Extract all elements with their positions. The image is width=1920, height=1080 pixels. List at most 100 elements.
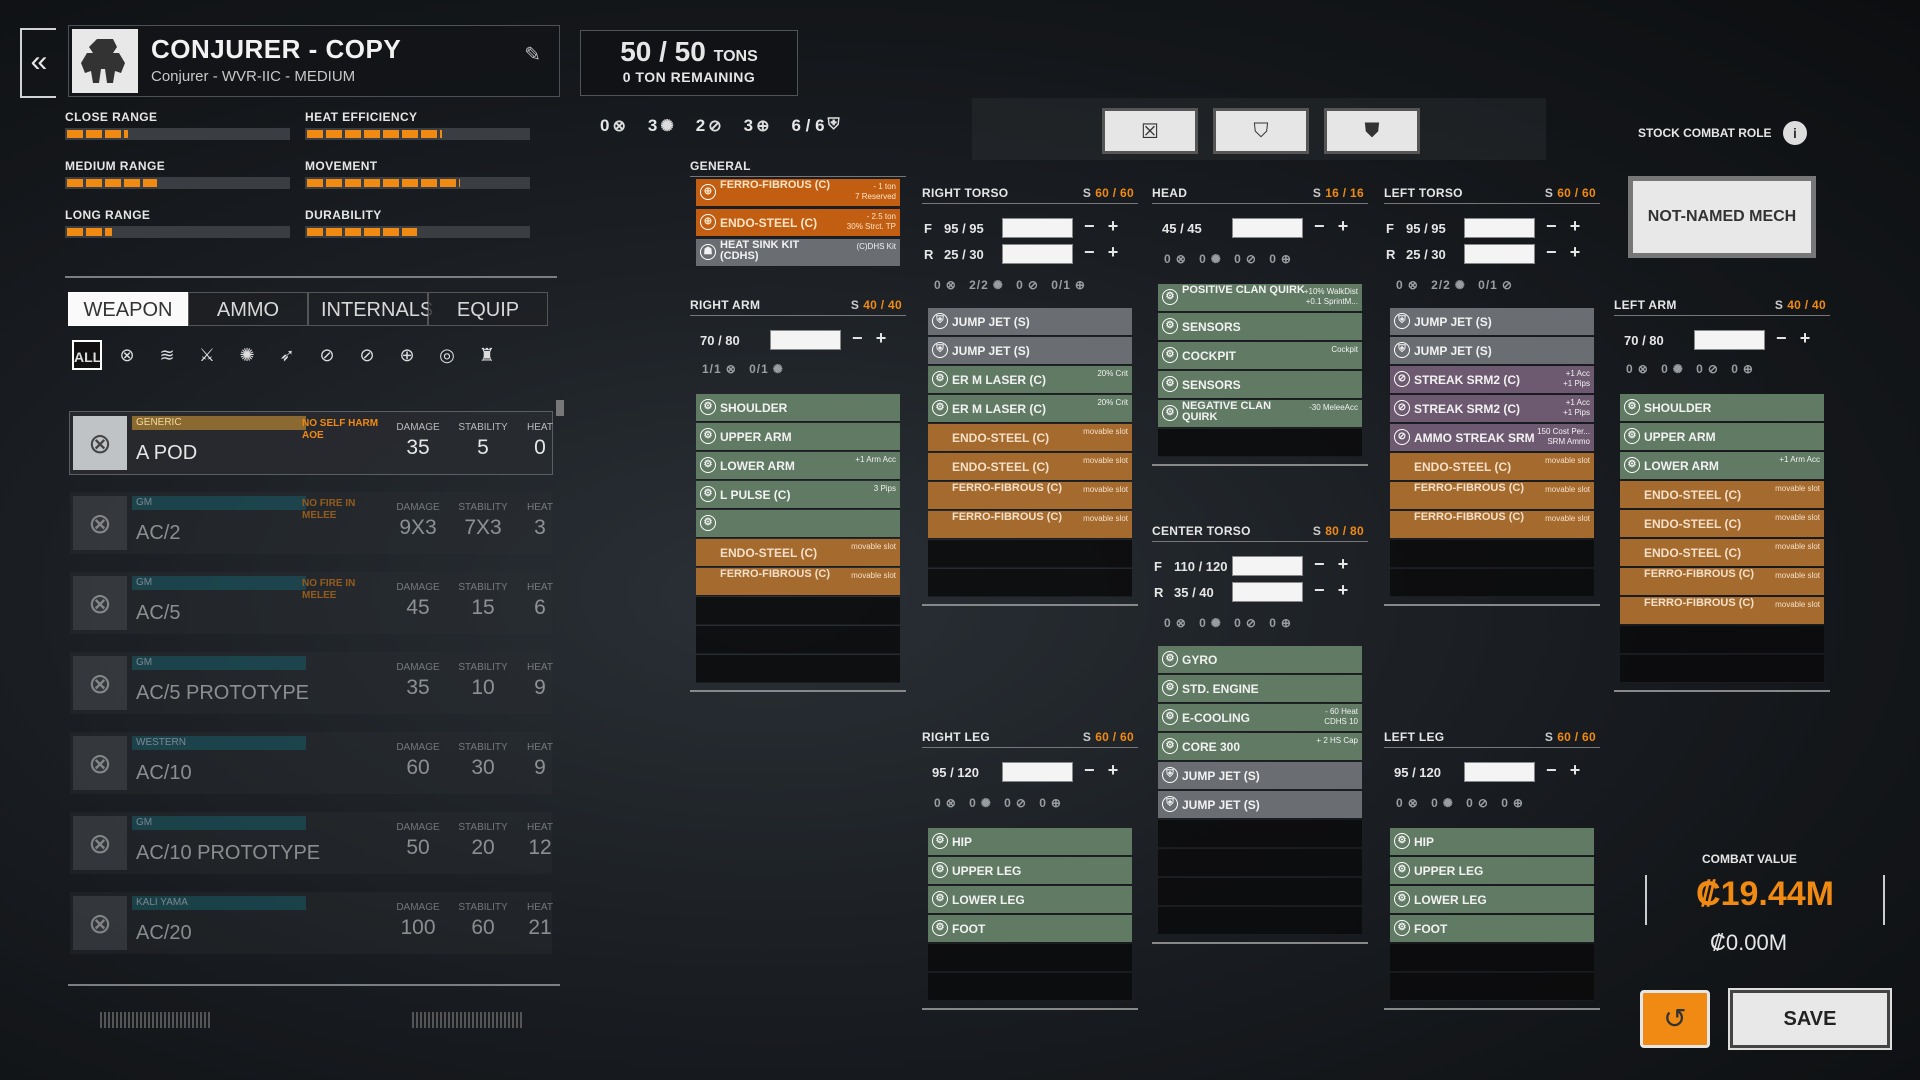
slot-std-engine[interactable]: ⚙STD. ENGINE — [1158, 675, 1362, 703]
decrease-armor-button[interactable]: − — [1314, 216, 1325, 236]
filter-energy-icon[interactable]: ≋ — [159, 345, 175, 365]
view-x-button[interactable]: ☒ — [1102, 108, 1198, 154]
decrease-armor-button[interactable]: − — [1084, 760, 1095, 780]
slot-streak-srm2-c[interactable]: ⊘STREAK SRM2 (C)+1 Acc +1 Pips — [1390, 366, 1594, 394]
tab-equip[interactable]: EQUIP — [428, 292, 548, 326]
slot-foot[interactable]: ⚙FOOT — [928, 915, 1132, 943]
slot-endo-steel-c[interactable]: ENDO-STEEL (C)movable slot — [928, 424, 1132, 452]
decrease-armor-button[interactable]: − — [1546, 242, 1557, 262]
filter-support-icon[interactable]: ⊕ — [399, 345, 415, 365]
decrease-armor-button[interactable]: − — [1084, 216, 1095, 236]
slot-ferro-fibrous-c[interactable]: FERRO-FIBROUS (C)movable slot — [696, 568, 900, 596]
slot-shoulder[interactable]: ⚙SHOULDER — [1620, 394, 1824, 422]
slot-empty[interactable]: ⚙ — [696, 510, 900, 538]
increase-armor-button[interactable]: + — [1337, 216, 1349, 236]
slot-upper-arm[interactable]: ⚙UPPER ARM — [696, 423, 900, 451]
tab-weapon[interactable]: WEAPON — [68, 292, 188, 326]
filter-ballistic-icon[interactable]: ⊗ — [119, 345, 135, 365]
slot-sensors[interactable]: ⚙SENSORS — [1158, 371, 1362, 399]
slot-endo-steel-c[interactable]: ENDO-STEEL (C)movable slot — [696, 539, 900, 567]
increase-armor-button[interactable]: + — [1569, 242, 1581, 262]
slot-endo-steel-c[interactable]: ENDO-STEEL (C)movable slot — [1390, 453, 1594, 481]
increase-armor-button[interactable]: + — [1107, 242, 1119, 262]
slot-endo-steel-c[interactable]: ENDO-STEEL (C)movable slot — [1620, 510, 1824, 538]
armor-slider[interactable] — [1463, 218, 1536, 238]
slot-ferro-fibrous-c[interactable]: FERRO-FIBROUS (C)movable slot — [928, 482, 1132, 510]
slot-gyro[interactable]: ⚙GYRO — [1158, 646, 1362, 674]
armor-slider[interactable] — [1001, 244, 1074, 264]
back-button[interactable]: « — [20, 28, 56, 98]
armor-slider[interactable] — [1693, 330, 1766, 350]
armor-slider[interactable] — [1231, 556, 1304, 576]
decrease-armor-button[interactable]: − — [1314, 580, 1325, 600]
slot-positive-clan-quirk[interactable]: ⚙POSITIVE CLAN QUIRK+10% WalkDist +0.1 S… — [1158, 284, 1362, 312]
slot-e-cooling[interactable]: ⚙E-COOLING- 60 Heat CDHS 10 — [1158, 704, 1362, 732]
slot-ferro-fibrous-c[interactable]: FERRO-FIBROUS (C)movable slot — [1620, 568, 1824, 596]
decrease-armor-button[interactable]: − — [1546, 760, 1557, 780]
view-shield-button[interactable]: ⛊ — [1324, 108, 1420, 154]
slot-jump-jet-s[interactable]: ⛨JUMP JET (S) — [928, 337, 1132, 365]
slot-jump-jet-s[interactable]: ⛨JUMP JET (S) — [1158, 762, 1362, 790]
slot-foot[interactable]: ⚙FOOT — [1390, 915, 1594, 943]
filter-missile-icon[interactable]: ➶ — [279, 345, 295, 365]
slot-endo-steel-c[interactable]: ENDO-STEEL (C)movable slot — [1620, 539, 1824, 567]
edit-name-icon[interactable]: ✎ — [524, 44, 541, 66]
slot-jump-jet-s[interactable]: ⛨JUMP JET (S) — [1390, 308, 1594, 336]
increase-armor-button[interactable]: + — [1337, 554, 1349, 574]
increase-armor-button[interactable]: + — [1569, 760, 1581, 780]
increase-armor-button[interactable]: + — [1337, 580, 1349, 600]
tab-internals[interactable]: INTERNALS — [308, 292, 433, 326]
filter-energy2-icon[interactable]: ✺ — [239, 345, 255, 365]
slot-upper-leg[interactable]: ⚙UPPER LEG — [1390, 857, 1594, 885]
view-shield-x-button[interactable]: ⛉ — [1213, 108, 1309, 154]
slot-endo-steel-c[interactable]: ENDO-STEEL (C)movable slot — [1620, 481, 1824, 509]
slot-core-300[interactable]: ⚙CORE 300+ 2 HS Cap — [1158, 733, 1362, 761]
slot-lower-arm[interactable]: ⚙LOWER ARM+1 Arm Acc — [696, 452, 900, 480]
increase-armor-button[interactable]: + — [1569, 216, 1581, 236]
slot-upper-leg[interactable]: ⚙UPPER LEG — [928, 857, 1132, 885]
slot-ferro-fibrous-c[interactable]: FERRO-FIBROUS (C)movable slot — [928, 511, 1132, 539]
decrease-armor-button[interactable]: − — [852, 328, 863, 348]
undo-button[interactable]: ↺ — [1640, 990, 1710, 1048]
general-slot[interactable]: ⊕FERRO-FIBROUS (C)- 1 ton 7 Reserved — [696, 179, 900, 207]
general-slot[interactable]: ⊕ENDO-STEEL (C)- 2.5 ton 30% Strct. TP — [696, 209, 900, 237]
armor-slider[interactable] — [1463, 244, 1536, 264]
list-scrollbar[interactable] — [556, 400, 564, 416]
filter-all[interactable]: ALL — [72, 340, 102, 370]
slot-streak-srm2-c[interactable]: ⊘STREAK SRM2 (C)+1 Acc +1 Pips — [1390, 395, 1594, 423]
slot-jump-jet-s[interactable]: ⛨JUMP JET (S) — [1158, 791, 1362, 819]
general-slot[interactable]: ☗HEAT SINK KIT (CDHS)(C)DHS Kit — [696, 239, 900, 267]
slot-ferro-fibrous-c[interactable]: FERRO-FIBROUS (C)movable slot — [1390, 482, 1594, 510]
decrease-armor-button[interactable]: − — [1084, 242, 1095, 262]
slot-lower-leg[interactable]: ⚙LOWER LEG — [928, 886, 1132, 914]
slot-jump-jet-s[interactable]: ⛨JUMP JET (S) — [1390, 337, 1594, 365]
filter-melee-icon[interactable]: ⚔ — [198, 345, 216, 365]
slot-ferro-fibrous-c[interactable]: FERRO-FIBROUS (C)movable slot — [1620, 597, 1824, 625]
filter-missile3-icon[interactable]: ⊘ — [359, 345, 375, 365]
decrease-armor-button[interactable]: − — [1314, 554, 1325, 574]
slot-er-m-laser-c[interactable]: ⚙ER M LASER (C)20% Crit — [928, 366, 1132, 394]
slot-lower-arm[interactable]: ⚙LOWER ARM+1 Arm Acc — [1620, 452, 1824, 480]
slot-jump-jet-s[interactable]: ⛨JUMP JET (S) — [928, 308, 1132, 336]
slot-hip[interactable]: ⚙HIP — [1390, 828, 1594, 856]
decrease-armor-button[interactable]: − — [1776, 328, 1787, 348]
slot-lower-leg[interactable]: ⚙LOWER LEG — [1390, 886, 1594, 914]
slot-shoulder[interactable]: ⚙SHOULDER — [696, 394, 900, 422]
increase-armor-button[interactable]: + — [875, 328, 887, 348]
decrease-armor-button[interactable]: − — [1546, 216, 1557, 236]
armor-slider[interactable] — [769, 330, 842, 350]
tab-ammo[interactable]: AMMO — [188, 292, 308, 326]
increase-armor-button[interactable]: + — [1107, 216, 1119, 236]
increase-armor-button[interactable]: + — [1799, 328, 1811, 348]
filter-missile2-icon[interactable]: ⊘ — [319, 345, 335, 365]
increase-armor-button[interactable]: + — [1107, 760, 1119, 780]
slot-endo-steel-c[interactable]: ENDO-STEEL (C)movable slot — [928, 453, 1132, 481]
slot-hip[interactable]: ⚙HIP — [928, 828, 1132, 856]
